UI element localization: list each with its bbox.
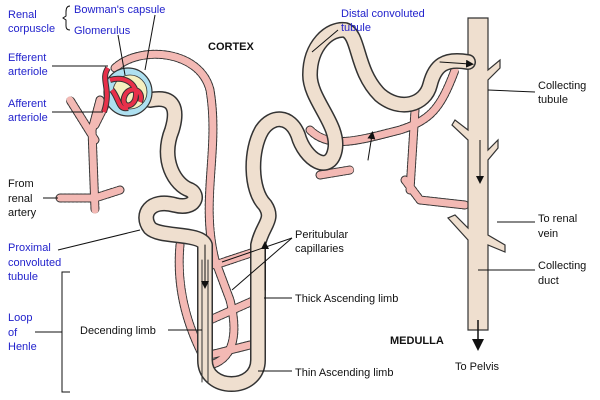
label-medulla: MEDULLA <box>390 335 444 347</box>
label-cortex: CORTEX <box>208 41 255 53</box>
label-collecting-duct-2: duct <box>538 275 559 287</box>
label-pct-3: tubule <box>8 271 38 283</box>
label-peritubular-1: Peritubular <box>295 229 349 241</box>
label-glomerulus: Glomerulus <box>74 25 131 37</box>
label-loop-1: Loop <box>8 312 32 324</box>
label-bowmans-capsule: Bowman's capsule <box>74 4 165 16</box>
label-peritubular-2: capillaries <box>295 243 344 255</box>
label-pct-1: Proximal <box>8 242 51 254</box>
label-renal-corpuscle-2: corpuscle <box>8 23 55 35</box>
label-loop-3: Henle <box>8 341 37 353</box>
label-from-renal-artery-3: artery <box>8 207 37 219</box>
label-renal-corpuscle-1: Renal <box>8 9 37 21</box>
label-collecting-duct-1: Collecting <box>538 260 586 272</box>
label-collecting-tubule-1: Collecting <box>538 80 586 92</box>
label-from-renal-artery-1: From <box>8 178 34 190</box>
label-decending-limb: Decending limb <box>80 325 156 337</box>
label-collecting-tubule-2: tubule <box>538 94 568 106</box>
label-loop-2: of <box>8 327 18 339</box>
label-from-renal-artery-2: renal <box>8 193 32 205</box>
collecting-duct-shape <box>446 17 506 351</box>
label-to-pelvis: To Pelvis <box>455 361 500 373</box>
label-renal-vein-2: vein <box>538 228 558 240</box>
label-thin-ascending: Thin Ascending limb <box>295 367 393 379</box>
label-dct-1: Distal convoluted <box>341 8 425 20</box>
label-pct-2: convoluted <box>8 257 61 269</box>
label-dct-2: tubule <box>341 22 371 34</box>
label-renal-vein-1: To renal <box>538 213 577 225</box>
leader-lines <box>35 5 536 393</box>
label-efferent-2: arteriole <box>8 66 48 78</box>
labels: Renal corpuscle Bowman's capsule Glomeru… <box>8 4 586 379</box>
renal-corpuscle-shape <box>101 66 153 117</box>
nephron-tubule <box>138 21 476 392</box>
label-afferent-1: Afferent <box>8 98 46 110</box>
label-efferent-1: Efferent <box>8 52 46 64</box>
label-afferent-2: arteriole <box>8 112 48 124</box>
label-thick-ascending: Thick Ascending limb <box>295 293 398 305</box>
